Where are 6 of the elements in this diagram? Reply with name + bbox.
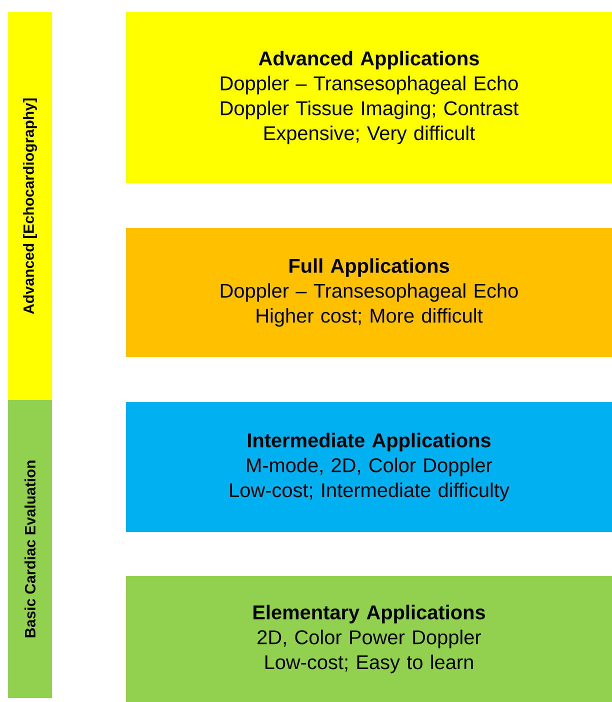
level-box: Full Applications Doppler – Transesophageal Echo Higher cost; More difficult	[126, 228, 612, 357]
side-band: Advanced [Echocardiography]	[8, 12, 52, 400]
side-band: Basic Cardiac Evaluation	[8, 400, 52, 698]
level-box: Intermediate Applications M-mode, 2D, Color Doppler Low-cost; Intermediate difficulty	[126, 402, 612, 532]
level-box: Advanced Applications Doppler – Transesophageal Echo Doppler Tissue Imaging; Contrast Expensive; Very difficult	[126, 12, 612, 183]
level-box: Elementary Applications 2D, Color Power Doppler Low-cost; Easy to learn	[126, 576, 612, 702]
